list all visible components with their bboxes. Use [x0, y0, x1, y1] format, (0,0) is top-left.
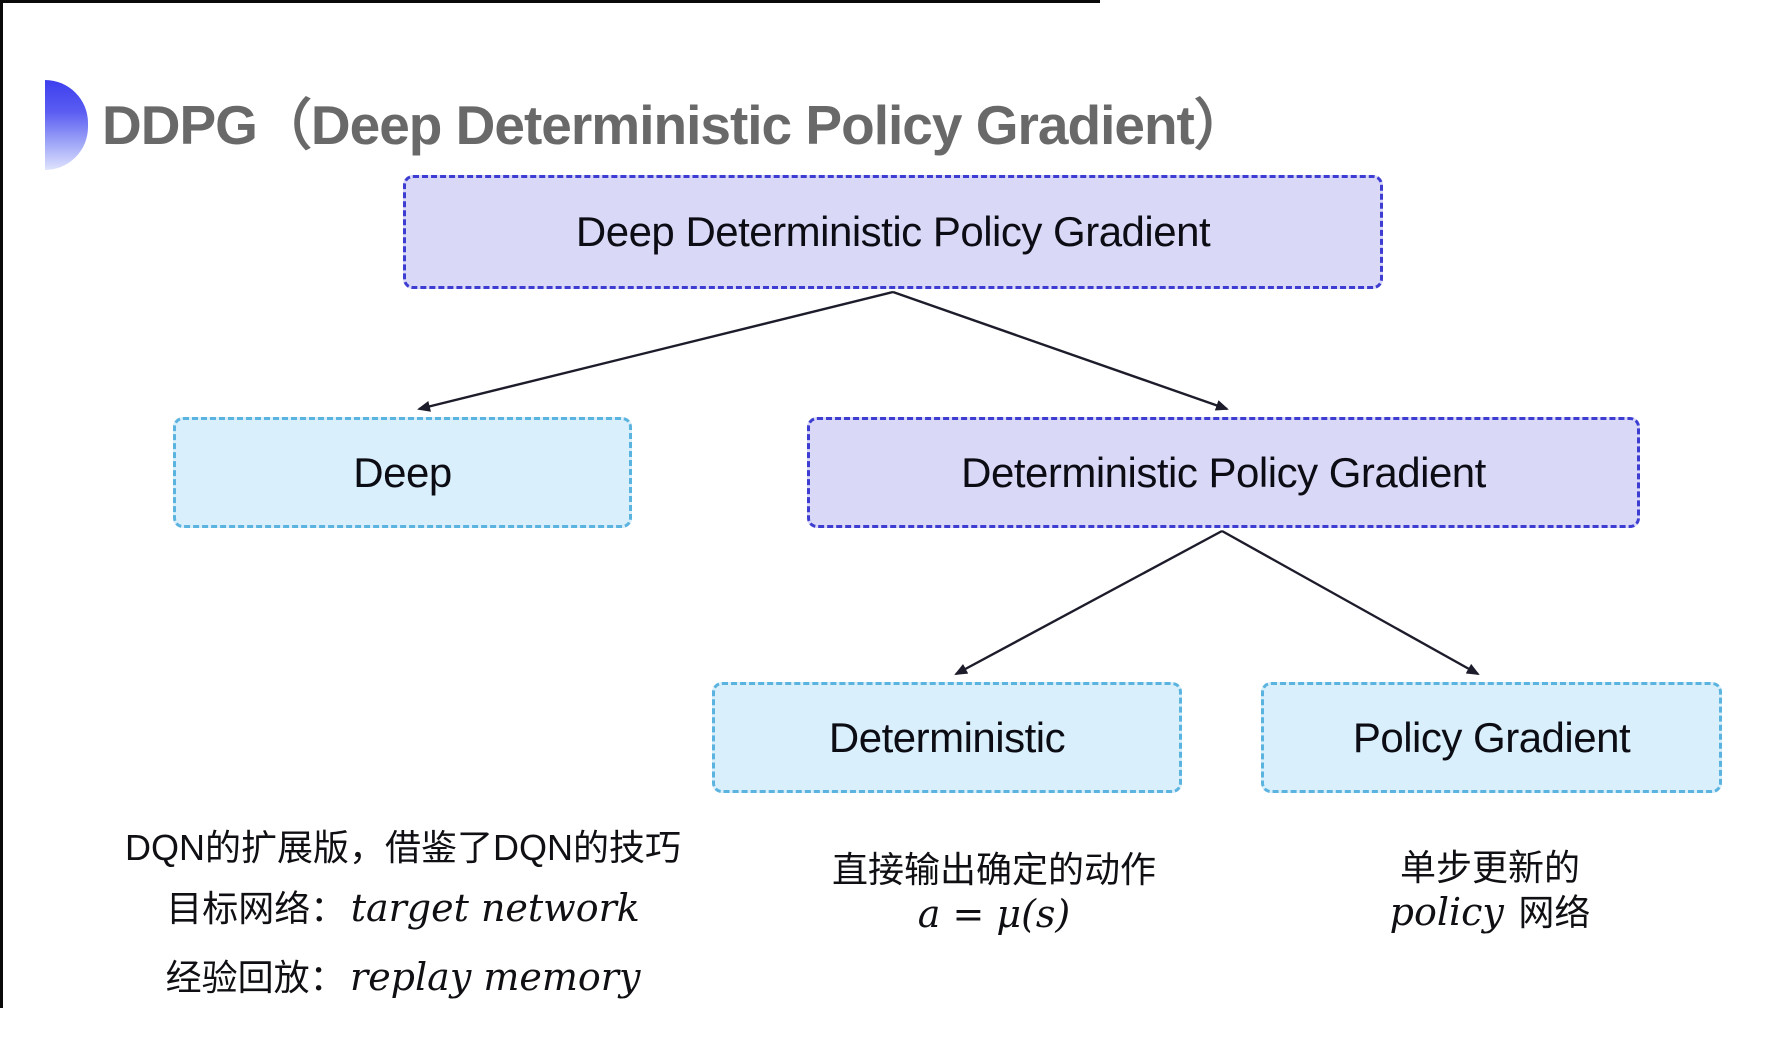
arrow-dpg-to-deterministic [954, 529, 1223, 676]
window-frame-top-line [0, 0, 1100, 3]
replay-memory-term: replay memory [350, 955, 641, 999]
policy-word: policy [1389, 890, 1504, 934]
note-deep-line1: DQN的扩展版，借鉴了DQN的技巧 [125, 827, 681, 868]
target-network-term: target network [350, 886, 640, 930]
node-deep-label: Deep [353, 448, 452, 496]
node-deterministic-policy-gradient: Deterministic Policy Gradient [807, 417, 1640, 528]
note-deterministic-line1: 直接输出确定的动作 [831, 849, 1156, 890]
node-policy-gradient-label: Policy Gradient [1352, 713, 1631, 761]
node-deep: Deep [173, 417, 632, 528]
network-word: 网络 [1518, 892, 1591, 933]
target-network-label: 目标网络： [166, 888, 347, 929]
deterministic-formula: a = μ(s) [917, 892, 1071, 936]
node-deep-deterministic-policy-gradient: Deep Deterministic Policy Gradient [403, 175, 1383, 289]
page-title: DDPG（Deep Deterministic Policy Gradient） [102, 94, 1249, 156]
note-policy-gradient-line1: 单步更新的 [1399, 847, 1580, 888]
node-deterministic: Deterministic [712, 682, 1182, 793]
replay-memory-label: 经验回放： [165, 957, 346, 998]
arrow-root-to-dpg [892, 290, 1229, 411]
node-deterministic-label: Deterministic [828, 713, 1066, 761]
window-frame-left-line [0, 0, 3, 1008]
arrow-root-to-deep [417, 290, 894, 412]
arrow-dpg-to-policy-gradient [1221, 529, 1480, 676]
note-deep: DQN的扩展版，借鉴了DQN的技巧 目标网络： target network 经… [120, 826, 686, 1008]
note-policy-gradient-line2: policy 网络 [1290, 890, 1690, 943]
note-deep-line2: 目标网络： target network [120, 886, 686, 939]
node-root-label: Deep Deterministic Policy Gradient [575, 208, 1211, 255]
node-dpg-label: Deterministic Policy Gradient [961, 448, 1486, 496]
note-policy-gradient: 单步更新的 policy 网络 [1290, 846, 1690, 943]
node-policy-gradient: Policy Gradient [1261, 682, 1722, 793]
note-deterministic: 直接输出确定的动作 a = μ(s) [790, 848, 1198, 936]
note-deep-line3: 经验回放： replay memory [120, 955, 686, 1008]
